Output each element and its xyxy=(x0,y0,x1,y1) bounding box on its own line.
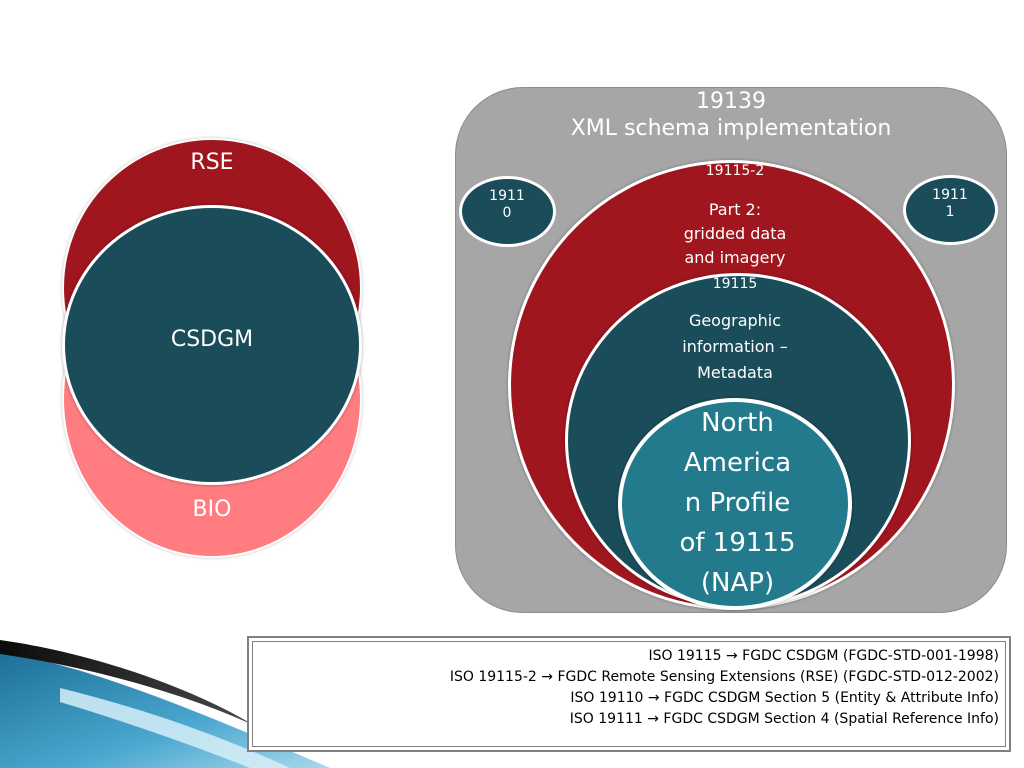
nap-label-line: of 19115 xyxy=(679,528,796,558)
iso19110-label: 1911 0 xyxy=(472,188,542,222)
mapping-line: ISO 19110 → FGDC CSDGM Section 5 (Entity… xyxy=(570,690,999,706)
iso19139-number: 19139 xyxy=(696,89,766,114)
mapping-notes-inner: ISO 19115 → FGDC CSDGM (FGDC-STD-001-199… xyxy=(252,641,1006,747)
iso19115-number: 19115 xyxy=(712,277,758,289)
iso19115-2-number: 19115-2 xyxy=(705,164,765,178)
iso19110-circle xyxy=(459,176,556,247)
iso19110-label-line: 1911 xyxy=(489,188,525,204)
iso19139-label: 19139 XML schema implementation xyxy=(455,88,1007,142)
iso19115-2-desc-line: Part 2: xyxy=(708,200,762,219)
iso19115-2-desc-line: and imagery xyxy=(684,248,786,267)
nap-label-line: n Profile xyxy=(684,488,791,518)
iso19115-2-description: Part 2: gridded data and imagery xyxy=(650,198,820,270)
iso19111-label: 1911 1 xyxy=(915,187,985,221)
mapping-line: ISO 19115-2 → FGDC Remote Sensing Extens… xyxy=(449,669,999,685)
iso19115-2-desc-line: gridded data xyxy=(683,224,787,243)
iso19115-desc-line: information – xyxy=(682,337,788,356)
rse-label: RSE xyxy=(190,150,234,175)
iso19111-label-line: 1 xyxy=(945,204,955,220)
iso19139-title: XML schema implementation xyxy=(570,116,892,141)
iso19111-circle xyxy=(903,175,998,245)
mapping-notes-box: ISO 19115 → FGDC CSDGM (FGDC-STD-001-199… xyxy=(247,636,1011,752)
mapping-line: ISO 19111 → FGDC CSDGM Section 4 (Spatia… xyxy=(569,711,999,727)
nap-circle xyxy=(618,398,852,610)
csdgm-label: CSDGM xyxy=(170,327,254,352)
nap-label: North America n Profile of 19115 (NAP) xyxy=(655,403,820,603)
iso19115-desc-line: Metadata xyxy=(697,363,773,382)
bio-label: BIO xyxy=(192,497,232,522)
swoosh-light xyxy=(60,688,290,768)
iso19115-desc-line: Geographic xyxy=(688,311,782,330)
iso19115-description: Geographic information – Metadata xyxy=(640,308,830,386)
nap-label-line: America xyxy=(683,448,792,478)
swoosh-black xyxy=(0,640,255,726)
nap-label-line: North xyxy=(701,408,774,438)
csdgm-circle xyxy=(62,205,362,485)
mapping-line: ISO 19115 → FGDC CSDGM (FGDC-STD-001-199… xyxy=(648,648,1000,664)
iso19110-label-line: 0 xyxy=(502,205,512,221)
iso19111-label-line: 1911 xyxy=(932,187,968,203)
nap-label-line: (NAP) xyxy=(700,568,775,598)
